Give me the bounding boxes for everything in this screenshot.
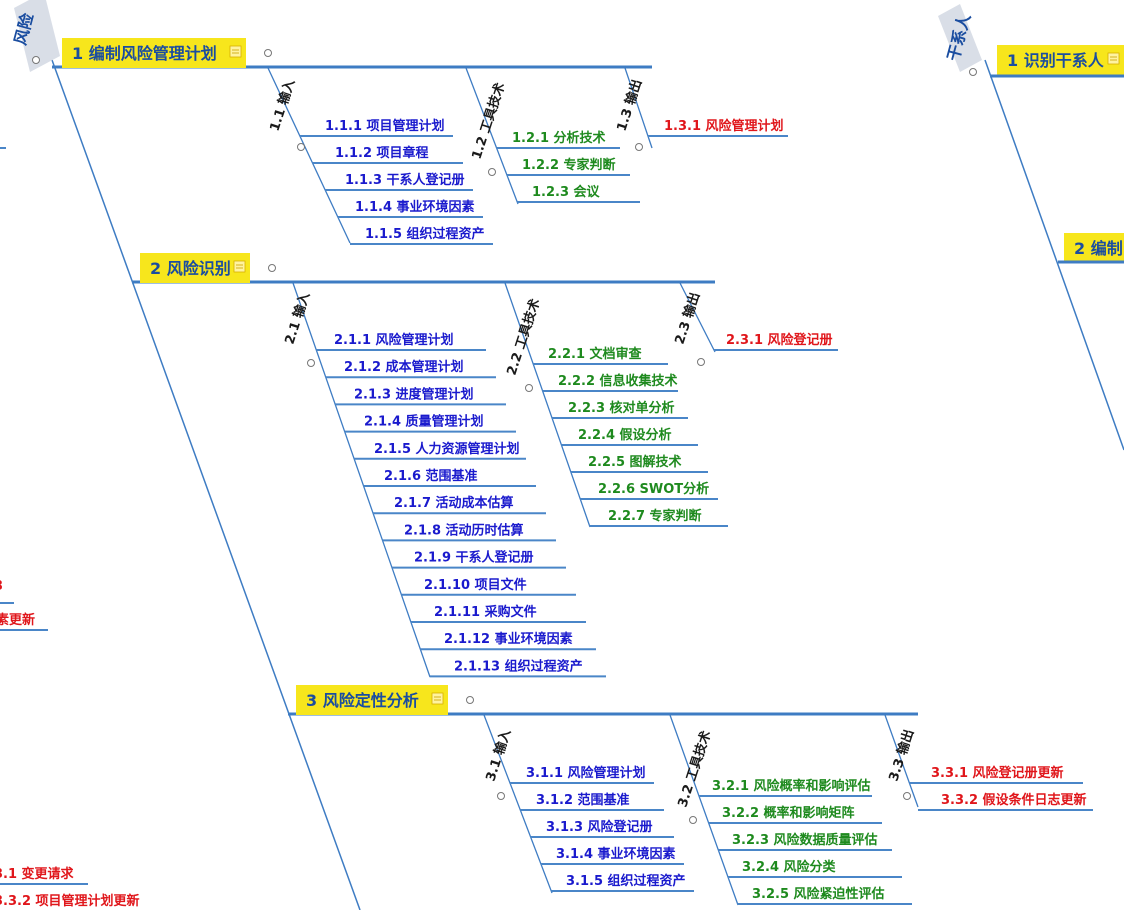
item-label: 2.1.12 事业环境因素 [444, 631, 573, 647]
group-branch [884, 714, 919, 808]
item-label: 2.1.13 组织过程资产 [454, 658, 583, 674]
section-header-3-box[interactable] [296, 685, 448, 715]
item-label: 2.1.1 风险管理计划 [334, 332, 454, 348]
item-label: 2.2.5 图解技术 [588, 454, 682, 470]
right-mid-header-label: 2 编制 [1074, 239, 1123, 258]
item-label: 2.1.10 项目文件 [424, 577, 527, 593]
group-branch [483, 714, 553, 894]
note-icon[interactable] [229, 45, 242, 58]
group-branch [465, 67, 519, 205]
item-label: 1.2.2 专家判断 [522, 157, 616, 173]
item-label: 1.1.3 干系人登记册 [345, 172, 465, 188]
item-label: 3.2.4 风险分类 [742, 859, 837, 875]
cut-label-1: 素更新 [0, 612, 35, 628]
item-label: 3.1.2 范围基准 [536, 792, 630, 808]
collapse-toggle-icon[interactable] [969, 68, 977, 76]
item-label: 1.2.3 会议 [532, 184, 601, 200]
main-spine-left [51, 59, 361, 910]
item-label: 3.2.1 风险概率和影响评估 [712, 778, 871, 794]
right-top-header-label: 1 识别干系人 [1007, 51, 1105, 70]
group-title: 1.1 输入 [267, 77, 299, 133]
group-title: 3.3 输出 [886, 727, 918, 783]
group-title: 2.1 输入 [282, 290, 314, 346]
right-mid-header-box[interactable] [1064, 233, 1124, 263]
item-label: 2.1.6 范围基准 [384, 468, 478, 484]
item-label: 2.1.3 进度管理计划 [354, 386, 474, 402]
item-label: 2.2.7 专家判断 [608, 508, 702, 524]
group-title: 2.2 工具技术 [504, 297, 544, 378]
group-branch [624, 67, 653, 149]
item-label: 2.1.7 活动成本估算 [394, 495, 514, 511]
collapse-toggle-icon[interactable] [689, 816, 697, 824]
section-header-2-box[interactable] [140, 253, 250, 283]
note-icon[interactable] [431, 692, 444, 705]
group-branch [679, 282, 716, 353]
item-label: 3.2.2 概率和影响矩阵 [722, 805, 855, 821]
collapse-toggle-icon[interactable] [525, 384, 533, 392]
group-title: 3.2 工具技术 [675, 729, 715, 810]
item-label: 1.1.1 项目管理计划 [325, 118, 445, 134]
item-label: 2.2.4 假设分析 [578, 427, 672, 443]
item-label: 3.1.1 风险管理计划 [526, 765, 646, 781]
group-branch [669, 714, 739, 906]
group-title: 3.1 输入 [483, 727, 515, 783]
item-label: 1.3.1 风险管理计划 [664, 118, 784, 134]
cut-label-2: 3.1 变更请求 [0, 866, 75, 882]
item-label: 2.2.2 信息收集技术 [558, 373, 678, 389]
item-label: 3.1.4 事业环境因素 [556, 846, 676, 862]
collapse-toggle-icon[interactable] [32, 56, 40, 64]
item-label: 2.1.11 采购文件 [434, 604, 537, 620]
item-label: 2.1.4 质量管理计划 [364, 414, 484, 430]
group-title: 1.3 输出 [614, 77, 646, 133]
item-label: 1.1.4 事业环境因素 [355, 199, 475, 215]
cut-label-digit: 3 [0, 579, 3, 594]
item-label: 3.1.5 组织过程资产 [566, 873, 686, 889]
collapse-toggle-icon[interactable] [697, 358, 705, 366]
section-header-1-label: 1 编制风险管理计划 [72, 44, 217, 63]
collapse-toggle-icon[interactable] [488, 168, 496, 176]
group-branch [504, 282, 591, 528]
item-label: 2.2.6 SWOT分析 [598, 481, 709, 497]
item-label: 1.1.5 组织过程资产 [365, 226, 485, 242]
section-header-3-label: 3 风险定性分析 [306, 691, 419, 710]
item-label: 1.1.2 项目章程 [335, 145, 429, 161]
cut-label-3: 3.3.2 项目管理计划更新 [0, 893, 140, 909]
item-label: 2.1.8 活动历时估算 [404, 522, 524, 538]
collapse-toggle-icon[interactable] [635, 143, 643, 151]
group-branch [292, 282, 431, 678]
section-header-2-label: 2 风险识别 [150, 259, 231, 278]
item-label: 3.1.3 风险登记册 [546, 819, 653, 835]
item-label: 2.2.1 文档审查 [548, 346, 643, 362]
collapse-toggle-icon[interactable] [268, 264, 276, 272]
left-tag-box[interactable] [14, 0, 60, 72]
section-header-1-box[interactable] [62, 38, 246, 68]
right-top-header-box[interactable] [997, 45, 1124, 75]
item-label: 2.1.5 人力资源管理计划 [374, 441, 520, 457]
note-icon[interactable] [233, 260, 246, 273]
collapse-toggle-icon[interactable] [466, 696, 474, 704]
collapse-toggle-icon[interactable] [903, 792, 911, 800]
right-tag-box[interactable] [938, 4, 982, 72]
item-label: 2.1.2 成本管理计划 [344, 359, 464, 375]
item-label: 2.1.9 干系人登记册 [414, 550, 534, 566]
item-label: 2.2.3 核对单分析 [568, 400, 675, 416]
item-label: 1.2.1 分析技术 [512, 130, 606, 146]
item-label: 3.2.3 风险数据质量评估 [732, 832, 878, 848]
item-label: 3.2.5 风险紧迫性评估 [752, 886, 885, 902]
item-label: 2.3.1 风险登记册 [726, 332, 833, 348]
collapse-toggle-icon[interactable] [264, 49, 272, 57]
group-branch [267, 67, 351, 244]
item-label: 3.3.1 风险登记册更新 [931, 765, 1064, 781]
collapse-toggle-icon[interactable] [297, 143, 305, 151]
note-icon[interactable] [1107, 52, 1120, 65]
collapse-toggle-icon[interactable] [307, 359, 315, 367]
collapse-toggle-icon[interactable] [497, 792, 505, 800]
item-label: 3.3.2 假设条件日志更新 [941, 792, 1087, 808]
group-title: 1.2 工具技术 [469, 81, 509, 162]
main-spine-right [984, 59, 1124, 451]
